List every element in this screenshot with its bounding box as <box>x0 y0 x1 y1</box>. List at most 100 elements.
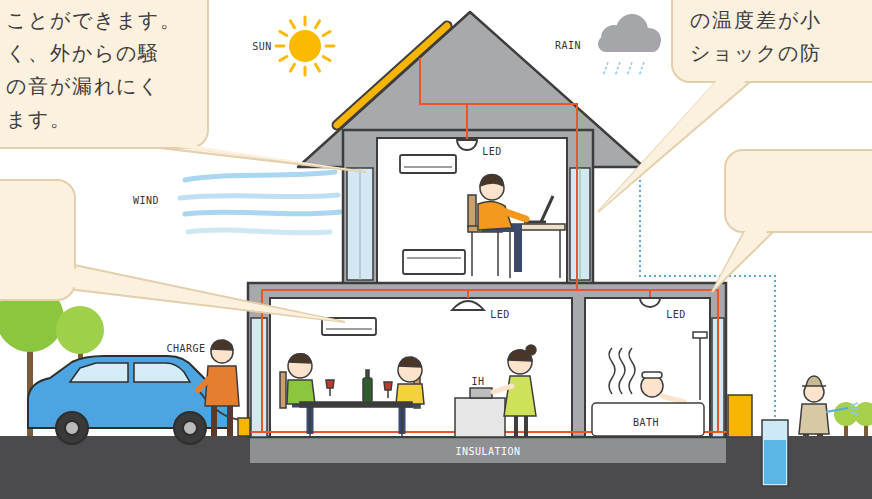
dining-family <box>326 380 334 396</box>
desk-worker <box>468 195 476 227</box>
desk-worker <box>468 174 565 278</box>
dining-family <box>384 382 392 398</box>
bubble-body <box>672 0 872 82</box>
dining-family <box>292 404 310 434</box>
bubble-body <box>0 0 208 148</box>
bather <box>592 332 707 436</box>
empty-callout <box>56 265 345 322</box>
dining-family <box>401 407 403 437</box>
label-anchor: LED <box>666 304 686 322</box>
empty-callout <box>60 262 345 322</box>
scene-label: WIND <box>133 195 159 206</box>
speech-bubble-node: ことができます。 く、外からの騒 の音が漏れにく ます。 <box>0 0 208 148</box>
air-conditioners <box>400 155 456 173</box>
scene-label: LED <box>482 146 502 157</box>
desk-worker <box>559 230 561 278</box>
desk-worker <box>500 210 526 219</box>
bather <box>629 348 635 394</box>
air-conditioners <box>326 329 372 330</box>
dining-family <box>402 404 420 434</box>
sun <box>276 17 334 75</box>
bubble-tail <box>160 148 366 172</box>
gardener <box>799 376 859 436</box>
bather <box>662 396 684 402</box>
cook <box>455 345 536 437</box>
bushes <box>834 402 872 436</box>
desk-worker <box>541 196 553 222</box>
cook <box>470 388 492 398</box>
electric-wiring <box>467 290 469 298</box>
second-floor <box>343 130 593 285</box>
dining-family <box>363 378 372 402</box>
electric-car <box>70 363 128 382</box>
label-anchor: WIND <box>133 190 159 208</box>
scene-label: CHARGE <box>166 343 205 354</box>
scene-label: RAIN <box>555 40 581 51</box>
charging-person <box>198 376 212 390</box>
first-floor <box>585 298 710 437</box>
label-anchor: LED <box>490 304 510 322</box>
bather <box>642 372 662 378</box>
desk-worker <box>509 230 511 278</box>
electric-car <box>28 356 230 444</box>
label-anchor: RAIN <box>555 35 581 53</box>
bather <box>619 348 625 394</box>
ceiling-lights <box>640 298 660 307</box>
first-floor <box>248 283 726 437</box>
roof <box>337 26 447 125</box>
rainwater-tank <box>762 420 788 486</box>
electric-wiring <box>466 104 468 140</box>
label-anchor: SUN <box>252 36 272 54</box>
rainwater-tank <box>764 440 786 484</box>
roof <box>337 26 447 125</box>
rain-cloud <box>637 28 661 52</box>
insulation-band <box>250 437 726 463</box>
wind-lines <box>188 230 330 233</box>
gardener <box>802 376 826 386</box>
bather <box>693 332 707 338</box>
charging-person <box>214 406 230 436</box>
bubble-text: ことができます。 く、外からの騒 の音が漏れにく ます。 <box>6 4 194 136</box>
rain-cloud <box>598 14 661 76</box>
bather <box>592 403 704 436</box>
charging-person <box>198 340 250 436</box>
cook <box>504 376 536 416</box>
cook <box>455 398 505 437</box>
cook <box>493 386 512 392</box>
dining-family <box>280 354 424 437</box>
wind-lines <box>185 212 340 214</box>
second-floor <box>343 130 593 285</box>
desk-worker <box>471 232 473 276</box>
sun <box>276 17 334 75</box>
air-conditioners <box>404 167 452 168</box>
label-anchor: INSULATION <box>455 441 520 459</box>
cook <box>526 345 536 355</box>
charging-person <box>238 418 250 436</box>
second-floor <box>360 168 361 280</box>
scene-label: LED <box>490 309 510 320</box>
bubble-tail <box>598 82 750 212</box>
electric-car <box>56 412 88 444</box>
ceiling-lights <box>452 140 660 310</box>
ceiling-lights <box>457 140 477 150</box>
electric-car <box>183 421 197 435</box>
bushes <box>834 402 858 426</box>
label-anchor: CHARGE <box>166 338 205 356</box>
dining-family <box>396 384 424 404</box>
scene-label: BATH <box>633 417 659 428</box>
air-conditioners <box>403 250 465 274</box>
air-conditioners <box>322 155 465 335</box>
empty-callout <box>0 150 872 322</box>
bubble-tail-fill <box>598 79 748 212</box>
bubble-text: の温度差が小 ショックの防 <box>690 4 838 70</box>
empty-callout <box>725 150 872 232</box>
rain-cloud <box>603 62 644 76</box>
second-floor <box>347 168 373 280</box>
dining-family <box>287 380 315 404</box>
charging-person <box>205 366 239 406</box>
wind-lines <box>180 172 340 233</box>
second-floor <box>377 138 567 283</box>
speech-bubble-node: の温度差が小 ショックの防 <box>672 0 872 82</box>
storage-battery <box>728 395 752 437</box>
